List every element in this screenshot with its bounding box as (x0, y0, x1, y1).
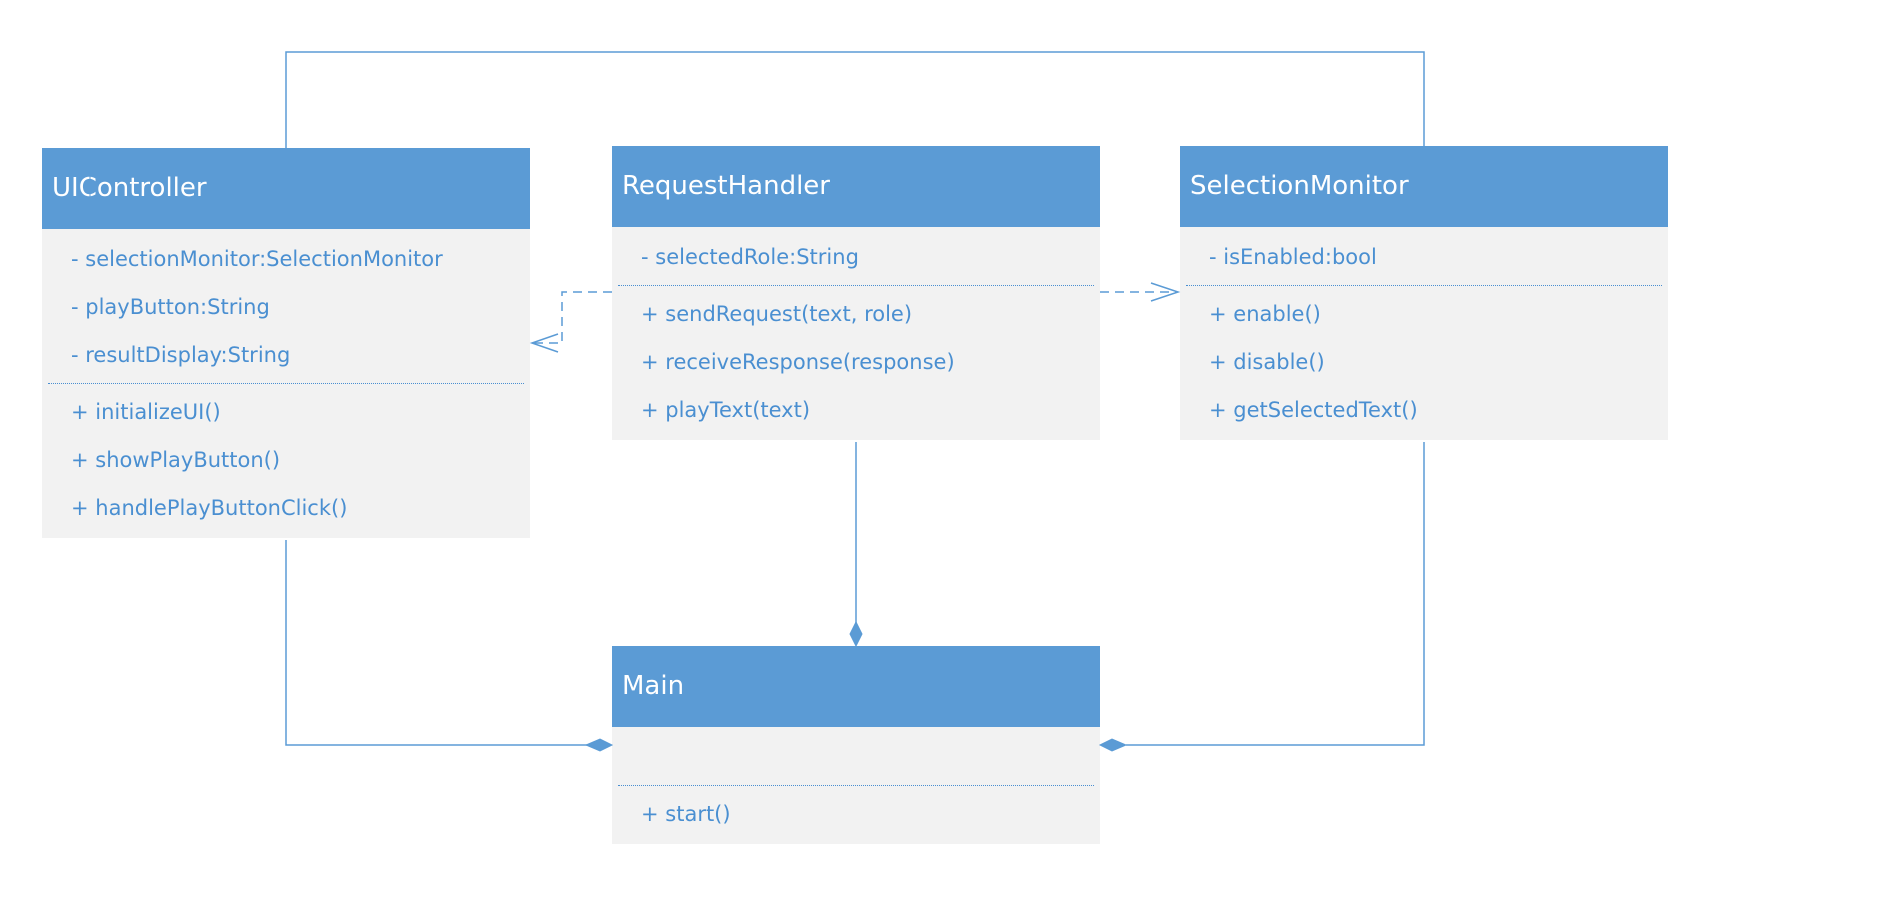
class-selectionmonitor-attribute: - isEnabled:bool (1209, 245, 1377, 269)
open-arrowhead (1150, 282, 1181, 302)
class-uicontroller[interactable]: UIController - selectionMonitor:Selectio… (42, 148, 530, 538)
dependency-line-to-uicontroller (532, 291, 612, 344)
compartment-separator (48, 383, 524, 384)
class-requesthandler-title: RequestHandler (612, 146, 1100, 227)
spacer (42, 532, 530, 538)
compartment-separator (618, 785, 1094, 786)
class-uicontroller-attribute: - selectionMonitor:SelectionMonitor (71, 247, 443, 271)
open-arrowhead (529, 333, 559, 353)
class-uicontroller-method: + showPlayButton() (71, 448, 281, 472)
class-main-attributes-empty (612, 733, 1100, 781)
spacer (612, 434, 1100, 440)
class-selectionmonitor-method: + getSelectedText() (1209, 398, 1418, 422)
class-requesthandler-method: + playText(text) (641, 398, 811, 422)
class-selectionmonitor-title: SelectionMonitor (1180, 146, 1668, 227)
class-selectionmonitor-method: + enable() (1209, 302, 1321, 326)
class-requesthandler[interactable]: RequestHandler - selectedRole:String + s… (612, 146, 1100, 440)
class-uicontroller-method: + initializeUI() (71, 400, 221, 424)
class-requesthandler-method: + sendRequest(text, role) (641, 302, 913, 326)
class-requesthandler-attribute: - selectedRole:String (641, 245, 859, 269)
compartment-separator (618, 285, 1094, 286)
class-uicontroller-method: + handlePlayButtonClick() (71, 496, 348, 520)
class-uicontroller-attribute: - playButton:String (71, 295, 270, 319)
spacer (1180, 434, 1668, 440)
composition-line-selectionmonitor-main (1126, 442, 1425, 746)
class-main-method: + start() (641, 802, 731, 826)
class-requesthandler-method: + receiveResponse(response) (641, 350, 955, 374)
composition-line-uicontroller-main (285, 540, 588, 746)
class-uicontroller-title: UIController (42, 148, 530, 229)
compartment-separator (1186, 285, 1662, 286)
composition-diamond (1098, 738, 1128, 752)
composition-diamond (584, 738, 614, 752)
class-selectionmonitor[interactable]: SelectionMonitor - isEnabled:bool + enab… (1180, 146, 1668, 440)
class-main-title: Main (612, 646, 1100, 727)
association-line (285, 51, 1425, 148)
composition-diamond (849, 620, 863, 648)
class-main[interactable]: Main + start() (612, 646, 1100, 844)
class-uicontroller-attribute: - resultDisplay:String (71, 343, 291, 367)
class-selectionmonitor-method: + disable() (1209, 350, 1325, 374)
spacer (612, 838, 1100, 844)
